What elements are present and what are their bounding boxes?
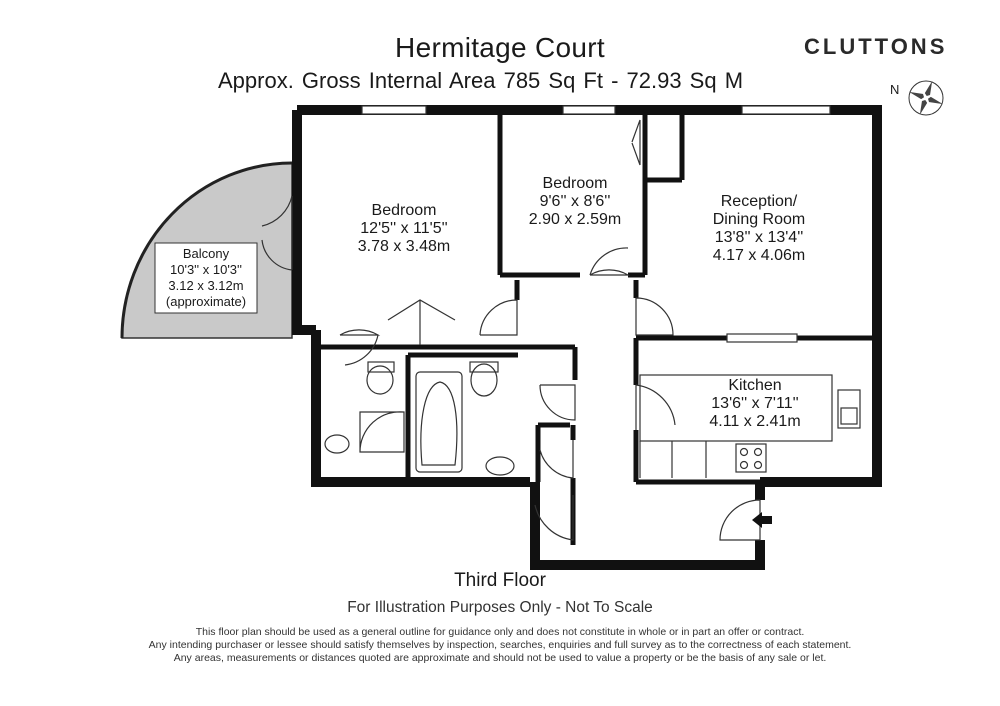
reception-metric: 4.17 x 4.06m: [713, 247, 806, 264]
page-title: Hermitage Court: [395, 32, 605, 63]
room-bedroom-1: Bedroom 12'5'' x 11'5'' 3.78 x 3.48m: [358, 202, 451, 255]
room-reception: Reception/ Dining Room 13'8'' x 13'4'' 4…: [713, 193, 806, 264]
bedroom-1-name: Bedroom: [372, 202, 437, 219]
disclaimer-line: Any areas, measurements or distances quo…: [173, 652, 827, 664]
reception-name-line2: Dining Room: [713, 211, 805, 228]
compass-north-label: N: [890, 82, 900, 97]
doors: [261, 119, 761, 541]
balcony-metric: 3.12 x 3.12m: [168, 278, 243, 293]
bedroom-2-name: Bedroom: [543, 175, 608, 192]
bedroom-1-metric: 3.78 x 3.48m: [358, 238, 451, 255]
kitchen-metric: 4.11 x 2.41m: [709, 413, 800, 430]
bedroom-1-imperial: 12'5'' x 11'5'': [360, 220, 447, 237]
interior-walls: [318, 115, 872, 545]
room-kitchen: Kitchen 13'6'' x 7'11'' 4.11 x 2.41m: [709, 377, 800, 430]
compass-star-icon: [908, 80, 944, 116]
reception-name-line1: Reception/: [721, 193, 798, 210]
brand-logo: CLUTTONS: [804, 34, 948, 59]
bedroom-2-metric: 2.90 x 2.59m: [529, 211, 622, 228]
disclaimer-line: Any intending purchaser or lessee should…: [148, 639, 852, 651]
entrance-arrow-icon: [752, 512, 772, 528]
floor-label: Third Floor: [454, 570, 546, 591]
kitchen-fixtures: [639, 374, 861, 478]
balcony-imperial: 10'3'' x 10'3'': [170, 262, 242, 277]
kitchen-name: Kitchen: [728, 377, 781, 394]
disclaimer: This floor plan should be used as a gene…: [0, 626, 1000, 665]
area-subtitle: Approx. Gross Internal Area 785 Sq Ft - …: [218, 68, 744, 93]
room-balcony: Balcony 10'3'' x 10'3'' 3.12 x 3.12m (ap…: [154, 242, 258, 314]
disclaimer-line: This floor plan should be used as a gene…: [195, 626, 805, 638]
bathroom-fixtures: [324, 361, 515, 476]
reception-imperial: 13'8'' x 13'4'': [715, 229, 804, 246]
room-bedroom-2: Bedroom 9'6'' x 8'6'' 2.90 x 2.59m: [529, 175, 622, 228]
bedroom-2-imperial: 9'6'' x 8'6'': [540, 193, 611, 210]
balcony-name: Balcony: [183, 246, 230, 261]
compass: N: [890, 78, 950, 118]
balcony-note: (approximate): [166, 294, 246, 309]
illustration-note: For Illustration Purposes Only - Not To …: [347, 599, 653, 616]
windows: [361, 105, 831, 343]
kitchen-imperial: 13'6'' x 7'11'': [711, 395, 798, 412]
